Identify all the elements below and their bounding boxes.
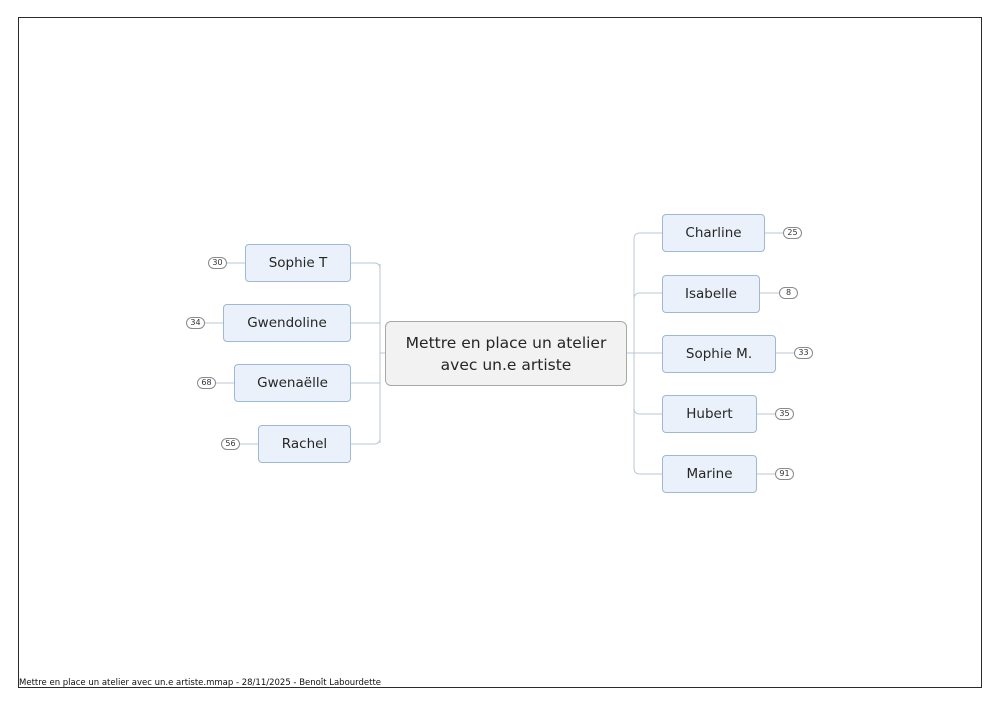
connector-charline xyxy=(633,232,662,240)
topic-label: Rachel xyxy=(281,436,328,452)
topic-charline[interactable]: Charline xyxy=(662,214,765,252)
count-badge-hubert: 35 xyxy=(775,408,794,420)
count-badge-marine: 91 xyxy=(775,468,794,480)
topic-label: Charline xyxy=(685,225,742,241)
topic-marine[interactable]: Marine xyxy=(662,455,757,493)
connector-hubert xyxy=(633,407,662,415)
count-badge-charline: 25 xyxy=(783,227,802,239)
page-footer: Mettre en place un atelier avec un.e art… xyxy=(19,678,382,688)
topic-label: Sophie M. xyxy=(685,346,753,362)
count-badge-sophie-t: 30 xyxy=(208,257,227,269)
topic-hubert[interactable]: Hubert xyxy=(662,395,757,433)
connector-marine xyxy=(633,467,662,475)
connector-isabelle xyxy=(633,292,662,300)
topic-label: Hubert xyxy=(686,406,733,422)
topic-gwenaelle[interactable]: Gwenaëlle xyxy=(234,364,351,402)
topic-label: Isabelle xyxy=(685,286,737,302)
topic-rachel[interactable]: Rachel xyxy=(258,425,351,463)
connector-left-trunk xyxy=(379,264,385,443)
count-badge-rachel: 56 xyxy=(221,438,240,450)
topic-label: Sophie T xyxy=(268,255,328,271)
count-badge-gwenaelle: 68 xyxy=(197,377,216,389)
page-frame xyxy=(18,17,982,688)
topic-gwendoline[interactable]: Gwendoline xyxy=(223,304,351,342)
connector-sophie-t xyxy=(351,262,381,270)
count-badge-sophie-m: 33 xyxy=(794,347,813,359)
connector-right-trunk xyxy=(627,239,635,469)
topic-sophie-t[interactable]: Sophie T xyxy=(245,244,351,282)
count-badge-gwendoline: 34 xyxy=(186,317,205,329)
connector-rachel xyxy=(351,437,381,445)
topic-label: Marine xyxy=(686,466,733,482)
topic-label: Gwenaëlle xyxy=(257,375,328,391)
count-badge-isabelle: 8 xyxy=(779,287,798,299)
topic-isabelle[interactable]: Isabelle xyxy=(662,275,760,313)
topic-label: Gwendoline xyxy=(247,315,327,331)
topic-sophie-m[interactable]: Sophie M. xyxy=(662,335,776,373)
